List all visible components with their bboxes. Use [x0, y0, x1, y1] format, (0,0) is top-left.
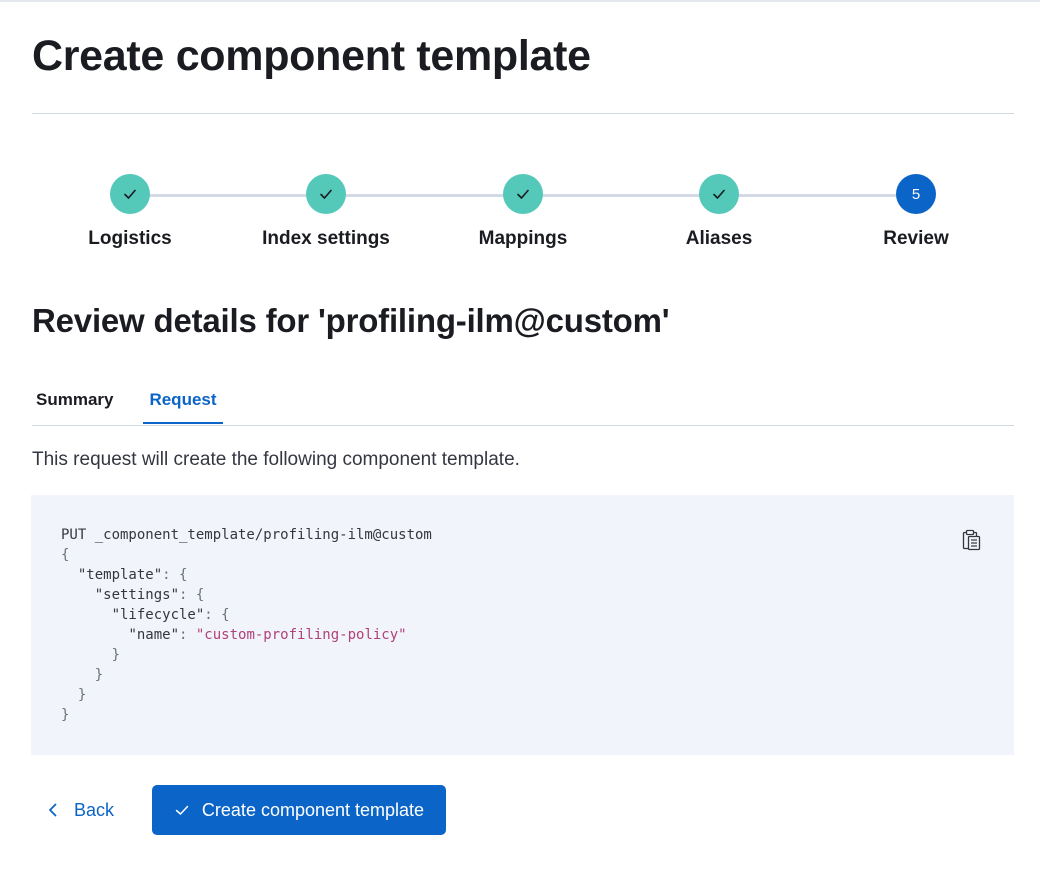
- step-aliases[interactable]: Aliases: [621, 172, 817, 250]
- step-label: Review: [883, 228, 949, 249]
- step-current-number: 5: [896, 174, 936, 214]
- request-code-block: PUT _component_template/profiling-ilm@cu…: [31, 495, 1014, 755]
- review-title: Review details for 'profiling-ilm@custom…: [32, 302, 670, 339]
- step-index-settings[interactable]: Index settings: [228, 172, 424, 250]
- create-button-label: Create component template: [201, 799, 425, 820]
- step-label: Index settings: [262, 228, 390, 249]
- check-icon: [713, 189, 725, 199]
- request-description: This request will create the following c…: [32, 449, 520, 470]
- step-review[interactable]: 5 Review: [818, 172, 1014, 250]
- code-key-lifecycle: "lifecycle": [111, 607, 205, 623]
- title-divider: [32, 113, 1014, 114]
- steps-progress: Logistics Index settings Mappings Aliase…: [32, 172, 1014, 262]
- code-key-name: "name": [128, 627, 180, 643]
- page-title: Create component template: [32, 32, 591, 80]
- create-component-template-button[interactable]: Create component template: [152, 785, 446, 835]
- copy-to-clipboard-button[interactable]: [960, 529, 982, 551]
- review-tabs: Summary Request: [32, 380, 1014, 426]
- step-logistics[interactable]: Logistics: [32, 172, 228, 250]
- step-label: Aliases: [685, 228, 753, 249]
- step-complete-indicator: [699, 174, 739, 214]
- step-label: Mappings: [478, 228, 568, 249]
- chevron-left-icon: [49, 803, 57, 817]
- tab-summary[interactable]: Summary: [36, 390, 114, 409]
- back-button[interactable]: Back: [32, 786, 128, 834]
- code-key-settings: "settings": [94, 587, 180, 603]
- check-icon: [320, 189, 332, 199]
- request-code: PUT _component_template/profiling-ilm@cu…: [61, 527, 432, 723]
- check-icon: [124, 189, 136, 199]
- back-button-label: Back: [73, 799, 115, 820]
- request-method-line: PUT _component_template/profiling-ilm@cu…: [61, 527, 432, 543]
- tab-request[interactable]: Request: [143, 380, 223, 424]
- code-key-template: "template": [77, 567, 163, 583]
- check-icon: [175, 805, 189, 815]
- step-mappings[interactable]: Mappings: [425, 172, 621, 250]
- clipboard-icon: [962, 529, 981, 551]
- step-complete-indicator: [110, 174, 150, 214]
- code-value-name: "custom-profiling-policy": [195, 627, 407, 643]
- check-icon: [517, 189, 529, 199]
- step-complete-indicator: [306, 174, 346, 214]
- step-label: Logistics: [88, 228, 172, 249]
- step-complete-indicator: [503, 174, 543, 214]
